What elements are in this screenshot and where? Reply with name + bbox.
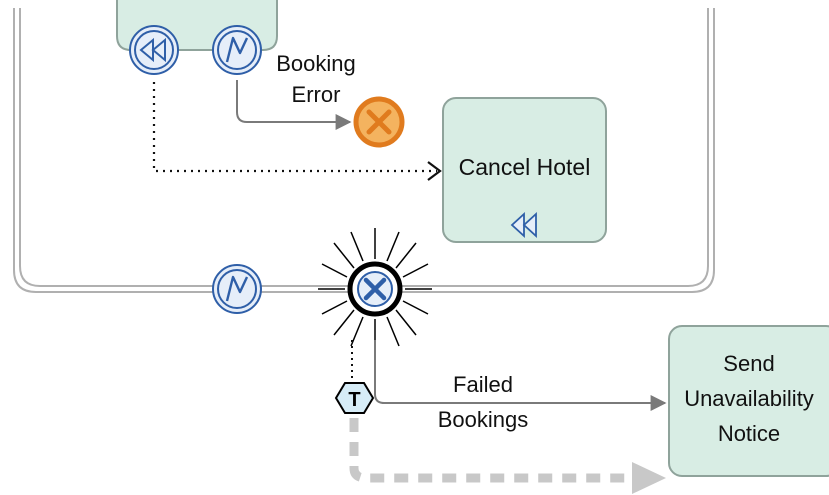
compensation-event-icon[interactable] [129,25,179,75]
error-end-event-icon[interactable] [353,96,405,148]
send-notice-line-3: Notice [717,421,781,446]
booking-error-line-1: Booking [276,51,356,76]
send-unavailability-notice-task[interactable] [668,325,829,477]
send-notice-line-1: Send [723,351,775,376]
booking-error-label: Booking Error [264,50,368,108]
cancel-hotel-label: Cancel Hotel [458,154,591,180]
send-unavailability-notice-label: Send Unavailability Notice [669,346,829,451]
error-boundary-event-icon[interactable] [212,25,262,75]
failed-bookings-label: Failed Bookings [418,371,548,433]
cancel-hotel-task[interactable] [442,97,607,243]
compensation-association[interactable] [152,82,437,173]
text-annotation-label: T [348,389,360,411]
association-arrowhead [427,161,442,181]
cancel-event-icon[interactable] [318,228,432,350]
text-annotation-icon[interactable]: T [334,382,375,414]
compensation-icon [510,211,537,239]
dashed-message-flow[interactable] [349,418,632,483]
booking-error-flow[interactable] [236,80,352,130]
failed-bookings-flow[interactable] [374,340,667,411]
booking-error-line-2: Error [291,82,341,107]
subprocess-error-boundary-icon[interactable] [212,264,262,314]
dashed-flow-arrowhead [632,462,666,494]
send-notice-line-2: Unavailability [684,386,814,411]
failed-bookings-line-2: Bookings [437,407,529,432]
failed-bookings-line-1: Failed [453,372,513,397]
